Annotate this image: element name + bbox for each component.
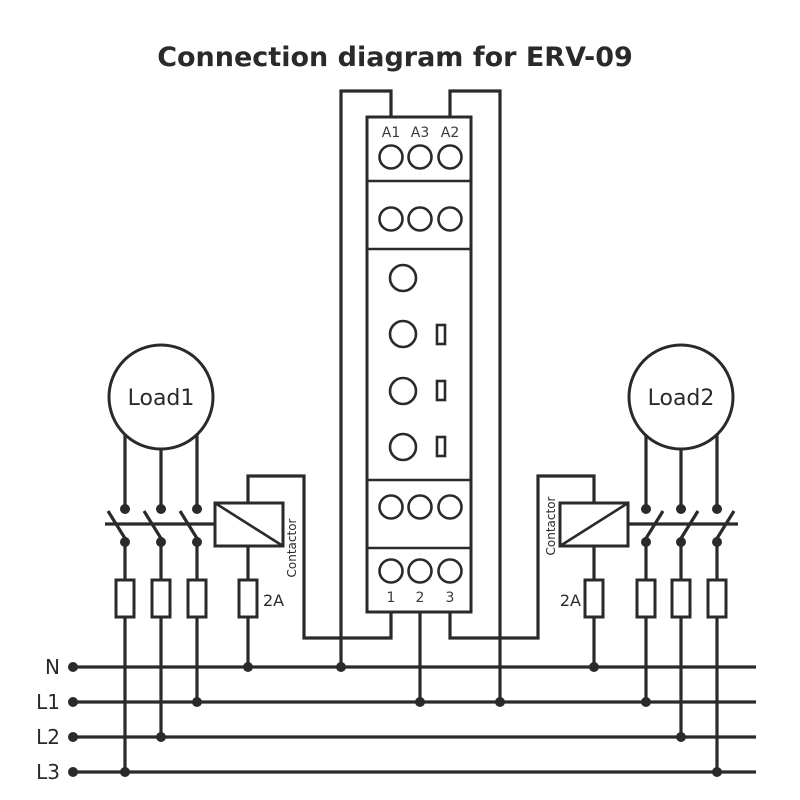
- fuse: [635, 578, 657, 619]
- coil-diagonal: [559, 501, 629, 548]
- junction-dot: [712, 767, 722, 777]
- terminal-label-1: 1: [387, 590, 396, 606]
- indicator-led: [388, 376, 418, 406]
- switch-contact: [192, 504, 202, 514]
- terminal-screw: [378, 206, 404, 232]
- switch-blade: [714, 510, 736, 541]
- indicator-window: [435, 323, 447, 346]
- terminal-screw: [407, 494, 433, 520]
- indicator-window: [435, 379, 447, 402]
- bus-line-n: N: [45, 655, 756, 679]
- indicator-led: [388, 432, 418, 462]
- terminal-screw: [437, 494, 463, 520]
- terminal-label-2: 2: [416, 590, 425, 606]
- control-fuse: [237, 578, 259, 619]
- terminal-screw: [407, 206, 433, 232]
- load1-circle: [107, 343, 215, 451]
- switch-contact: [120, 504, 130, 514]
- contactor-label: Contactor: [544, 496, 558, 555]
- indicator-window: [435, 435, 447, 458]
- terminal-label-a2: A2: [441, 125, 459, 141]
- coil-diagonal: [214, 501, 284, 548]
- terminal-screw-a3: [407, 144, 433, 170]
- switch-blade: [643, 510, 665, 541]
- switch-contact: [156, 504, 166, 514]
- switch-blade: [678, 510, 700, 541]
- relay-body: [365, 115, 473, 614]
- diagram-title: Connection diagram for ERV-09: [157, 42, 633, 73]
- switch-contact: [641, 504, 651, 514]
- switch-contact: [676, 504, 686, 514]
- erv09-relay: A1 A3 A2 1 2 3: [365, 115, 473, 614]
- fuse: [114, 578, 136, 619]
- junction-dot: [120, 767, 130, 777]
- junction-dot: [676, 732, 686, 742]
- load2-label: Load2: [648, 386, 715, 411]
- terminal-screw: [437, 206, 463, 232]
- terminal-screw-a2: [437, 144, 463, 170]
- control-fuse: [583, 578, 605, 619]
- switch-contact: [712, 504, 722, 514]
- wire-terminal1-to-left-contactor: [246, 474, 393, 640]
- terminal-label-a1: A1: [382, 125, 400, 141]
- bus-line-l2: L2: [36, 725, 756, 749]
- bus-label-l2: L2: [36, 725, 60, 749]
- load1-label: Load1: [128, 386, 195, 411]
- terminal-screw-1: [378, 558, 404, 584]
- indicator-led: [388, 263, 418, 293]
- load2-circle: [627, 343, 735, 451]
- indicator-led: [388, 319, 418, 349]
- terminal-label-3: 3: [446, 590, 455, 606]
- terminal-screw: [378, 494, 404, 520]
- terminal-screw-a1: [378, 144, 404, 170]
- junction-dot: [336, 662, 346, 672]
- junction-dot: [156, 732, 166, 742]
- fuse: [186, 578, 208, 619]
- fuse: [706, 578, 728, 619]
- terminal-label-a3: A3: [411, 125, 429, 141]
- wire-terminal3-to-right-contactor: [448, 474, 596, 640]
- junction-dot: [415, 697, 425, 707]
- junction-dot: [243, 662, 253, 672]
- bus-label-l3: L3: [36, 760, 60, 784]
- junction-dot: [495, 697, 505, 707]
- bus-label-n: N: [45, 655, 60, 679]
- switch-blade: [106, 510, 128, 541]
- terminal-screw-2: [407, 558, 433, 584]
- switch-blade: [142, 510, 164, 541]
- switch-blade: [178, 510, 200, 541]
- junction-dot: [589, 662, 599, 672]
- wire-n-to-a1: [339, 89, 393, 667]
- control-fuse-label: 2A: [560, 591, 581, 610]
- control-fuse-label: 2A: [263, 591, 284, 610]
- contactor-right: 2A Contactor: [544, 496, 630, 672]
- fuse: [150, 578, 172, 619]
- contactor-label: Contactor: [285, 518, 299, 577]
- bus-lines: N L1 L2 L3: [36, 655, 756, 784]
- junction-dot: [192, 697, 202, 707]
- wire-l1-to-a2: [448, 89, 502, 702]
- terminal-screw-3: [437, 558, 463, 584]
- contactor-left: 2A Contactor: [213, 501, 299, 672]
- fuse: [670, 578, 692, 619]
- load2-circuit: Load2: [627, 343, 738, 777]
- bus-line-l3: L3: [36, 760, 756, 784]
- load1-circuit: Load1: [105, 343, 215, 777]
- junction-dot: [641, 697, 651, 707]
- bus-label-l1: L1: [36, 690, 60, 714]
